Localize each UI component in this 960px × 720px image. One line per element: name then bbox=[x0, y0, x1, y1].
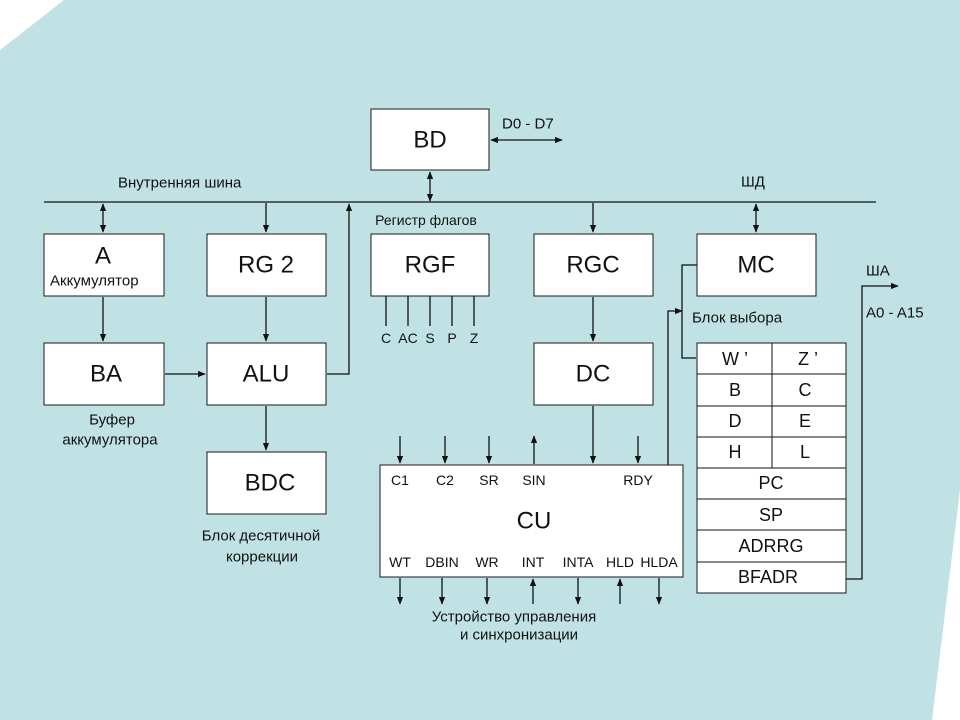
flags-register-label: Регистр флагов bbox=[375, 212, 477, 228]
address-bus-arrow bbox=[846, 282, 899, 580]
data-lines-label: D0 - D7 bbox=[502, 116, 554, 133]
cu-output-dbin: DBIN bbox=[425, 554, 458, 570]
address-lines-label: A0 - A15 bbox=[866, 305, 924, 322]
ba-label: BA bbox=[90, 361, 122, 388]
cu-output-hlda: HLDA bbox=[640, 554, 678, 570]
reg-h: H bbox=[729, 442, 742, 462]
cu-label: CU bbox=[517, 508, 552, 535]
rg2-block bbox=[206, 233, 327, 297]
cu-input-sin: SIN bbox=[522, 472, 545, 488]
select-block-label: Блок выбора bbox=[692, 310, 783, 327]
bd-label: BD bbox=[413, 127, 446, 154]
cu-output-inta: INTA bbox=[563, 554, 595, 570]
bd-block bbox=[370, 108, 490, 171]
alu-block bbox=[206, 342, 327, 406]
rgf-block bbox=[370, 233, 490, 297]
reg-e: E bbox=[799, 411, 811, 431]
flag-ac: AC bbox=[398, 330, 417, 346]
reg-c: C bbox=[799, 380, 812, 400]
cu-output-hld: HLD bbox=[606, 554, 634, 570]
address-bus-label: ША bbox=[866, 263, 890, 280]
rgf-label: RGF bbox=[405, 252, 456, 279]
rg2-label: RG 2 bbox=[238, 252, 294, 279]
flag-p: P bbox=[447, 330, 456, 346]
control-label-line1: Устройство управления bbox=[432, 609, 596, 626]
alu-label: ALU bbox=[243, 361, 290, 388]
reg-d: D bbox=[729, 411, 742, 431]
data-bus-label: ШД bbox=[741, 174, 765, 191]
reg-bfadr: BFADR bbox=[738, 567, 798, 587]
reg-adrrg: ADRRG bbox=[738, 536, 803, 556]
decimal-label-line1: Блок десятичной bbox=[202, 528, 320, 545]
accumulator-sublabel: Аккумулятор bbox=[50, 273, 139, 290]
cu-input-rdy: RDY bbox=[623, 472, 653, 488]
cu-output-wr: WR bbox=[475, 554, 498, 570]
rgc-label: RGC bbox=[566, 252, 619, 279]
cu-input-c2: C2 bbox=[436, 472, 454, 488]
corner-wedge-bottom-right bbox=[932, 490, 960, 720]
flag-z: Z bbox=[470, 330, 479, 346]
accumulator-label: A bbox=[95, 243, 111, 270]
flag-s: S bbox=[425, 330, 434, 346]
cu-output-wt: WT bbox=[389, 554, 411, 570]
dc-label: DC bbox=[576, 361, 611, 388]
reg-sp: SP bbox=[759, 505, 783, 525]
buffer-label-line2: аккумулятора bbox=[62, 432, 158, 449]
internal-bus-label: Внутренняя шина bbox=[118, 175, 242, 192]
rgc-block bbox=[533, 233, 654, 297]
dc-block bbox=[533, 342, 654, 406]
cu-input-c1: C1 bbox=[391, 472, 409, 488]
mc-to-regfile-line bbox=[681, 264, 697, 359]
reg-l: L bbox=[800, 442, 810, 462]
flag-lines bbox=[385, 296, 475, 326]
mc-block bbox=[696, 233, 817, 297]
register-file bbox=[696, 342, 847, 594]
accumulator-block bbox=[43, 233, 165, 297]
decimal-label-line2: коррекции bbox=[226, 549, 298, 566]
bdc-block bbox=[206, 451, 327, 515]
reg-w: W ’ bbox=[722, 349, 748, 369]
cu-block bbox=[379, 464, 684, 578]
mc-label: MC bbox=[737, 252, 774, 279]
corner-wedge-top-left bbox=[0, 0, 64, 50]
reg-b: B bbox=[729, 380, 741, 400]
reg-pc: PC bbox=[758, 473, 783, 493]
buffer-label-line1: Буфер bbox=[89, 412, 135, 429]
bdc-label: BDC bbox=[245, 470, 296, 497]
flag-c: C bbox=[381, 330, 391, 346]
ba-block bbox=[43, 342, 165, 406]
cu-to-select-arrow bbox=[667, 307, 683, 465]
control-label-line2: и синхронизации bbox=[460, 627, 578, 644]
cu-output-int: INT bbox=[522, 554, 545, 570]
alu-to-bus-arrow bbox=[327, 203, 353, 375]
reg-z: Z ’ bbox=[798, 349, 818, 369]
cu-input-sr: SR bbox=[479, 472, 498, 488]
